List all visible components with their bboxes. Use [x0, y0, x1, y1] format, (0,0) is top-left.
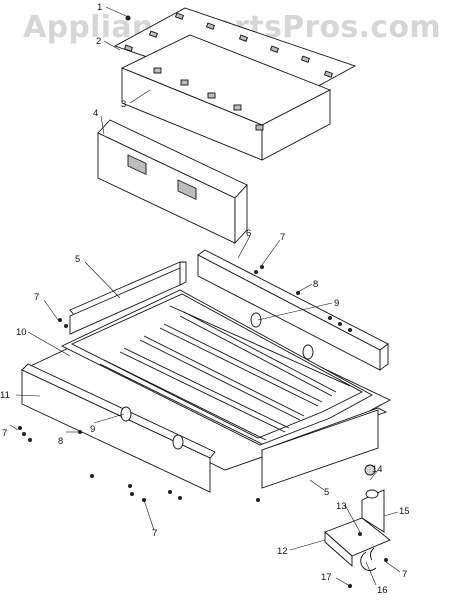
callout-5: 5: [324, 487, 329, 498]
base-pan: [20, 289, 391, 471]
callout-16: 16: [377, 585, 388, 596]
callout-9: 9: [90, 424, 95, 435]
callout-15: 15: [399, 506, 410, 517]
callout-10: 10: [16, 327, 27, 338]
callout-7: 7: [280, 232, 285, 243]
front-rail: [21, 363, 216, 493]
callout-4: 4: [93, 108, 98, 119]
left-side-rail: [69, 261, 187, 335]
callout-1: 1: [97, 2, 102, 13]
callout-2: 2: [96, 36, 101, 47]
callout-17: 17: [321, 572, 332, 583]
callout-7: 7: [2, 428, 7, 439]
callout-8: 8: [313, 279, 318, 290]
callout-7: 7: [152, 528, 157, 539]
callout-9: 9: [334, 298, 339, 309]
fasteners: [18, 15, 352, 502]
front-block: [97, 119, 248, 245]
callout-7: 7: [402, 569, 407, 580]
callout-8: 8: [58, 436, 63, 447]
callout-labels: 1 2 3 4 5 6 7 8 7 9 10 11 7 8 9 7 5 14 1…: [0, 2, 410, 596]
right-front-rail: [260, 407, 388, 489]
callout-7: 7: [34, 292, 39, 303]
callout-12: 12: [277, 546, 288, 557]
callout-14: 14: [372, 464, 383, 475]
leader-lines: [9, 6, 401, 587]
callout-13: 13: [336, 501, 347, 512]
callout-11: 11: [0, 390, 10, 401]
callout-3: 3: [121, 99, 126, 110]
callout-5: 5: [75, 254, 80, 265]
top-block: [120, 34, 332, 161]
callout-6: 6: [246, 228, 251, 239]
bracket-assembly: [324, 464, 391, 588]
